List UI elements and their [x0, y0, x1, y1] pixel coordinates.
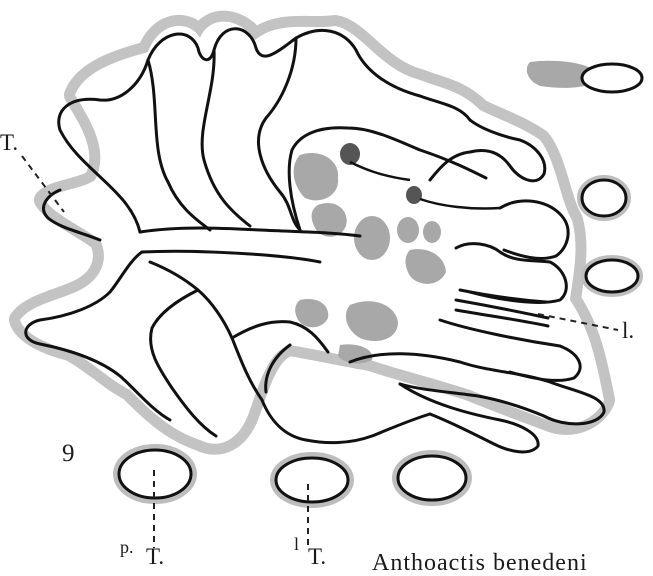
- label-T-bottom-1: T.: [146, 545, 164, 568]
- label-T-left: T.: [0, 131, 18, 154]
- label-p-bottom: p.: [120, 538, 134, 556]
- label-T-bottom-2: T.: [308, 545, 326, 568]
- label-l-right: l.: [622, 319, 634, 342]
- tentacle-section-bottom-2: [276, 458, 348, 502]
- tentacle-section-right-low: [586, 260, 638, 292]
- label-l-bottom: l: [294, 535, 299, 553]
- figure-number: 9: [62, 441, 75, 466]
- tentacle-section-right-top: [582, 64, 642, 92]
- tentacle-section-bottom-3: [398, 456, 466, 500]
- tentacle-section-right-mid: [582, 180, 626, 216]
- figure-caption: Anthoactis benedeni: [372, 551, 588, 575]
